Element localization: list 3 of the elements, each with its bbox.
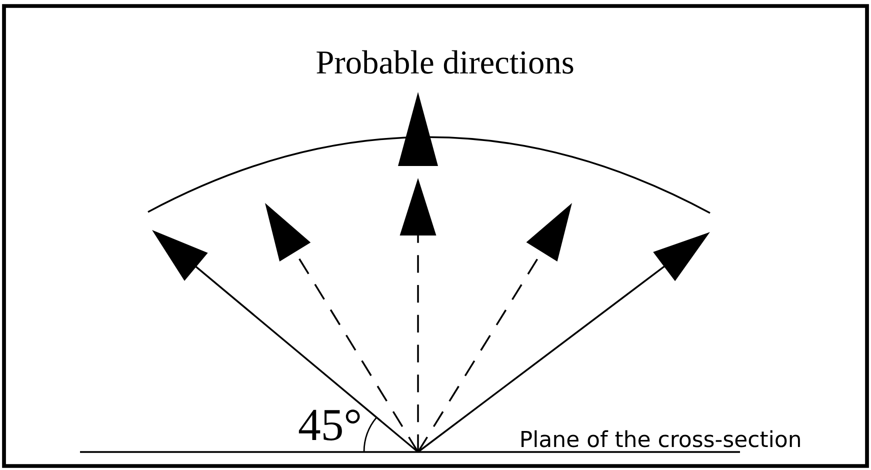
plane-label: Plane of the cross-section — [522, 430, 800, 448]
heading: Probable directions — [316, 50, 574, 74]
angle-label: 45° — [298, 410, 360, 440]
